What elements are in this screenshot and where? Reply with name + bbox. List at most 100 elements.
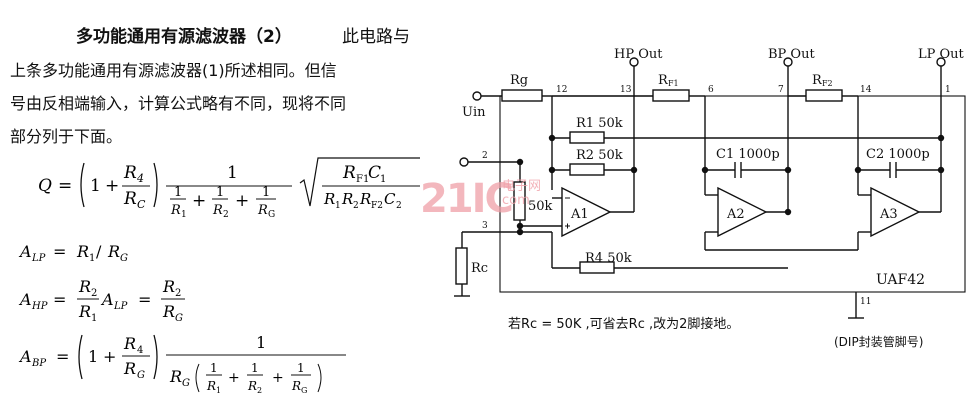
pin-6: 6 — [708, 85, 714, 95]
svg-text:+: + — [192, 191, 206, 211]
label-r1: R1 50k — [576, 116, 623, 131]
svg-text:1: 1 — [89, 253, 95, 264]
svg-text:C: C — [137, 198, 146, 211]
watermark-logo: 21IC — [420, 176, 514, 222]
svg-text:F1: F1 — [356, 174, 369, 185]
label-hp-out: HP Out — [614, 47, 663, 62]
pin-12: 12 — [556, 85, 567, 95]
svg-text:R: R — [291, 379, 301, 393]
article-title: 多功能通用有源滤波器（2） — [76, 27, 292, 47]
svg-text:+: + — [105, 176, 119, 196]
svg-text:R: R — [78, 277, 91, 296]
svg-text:+: + — [103, 347, 116, 366]
svg-text:LP: LP — [113, 301, 128, 312]
label-rf2-sub: F2 — [822, 79, 833, 88]
svg-text:R: R — [212, 203, 223, 218]
pin-11: 11 — [860, 297, 871, 307]
svg-text:R: R — [123, 163, 137, 183]
svg-text:G: G — [268, 210, 275, 220]
svg-text:R: R — [107, 242, 120, 261]
svg-text:F2: F2 — [371, 201, 383, 211]
label-c1: C1 1000p — [716, 147, 780, 162]
svg-text:R: R — [162, 302, 175, 321]
svg-text:1: 1 — [380, 174, 386, 185]
circuit-schematic — [454, 57, 966, 319]
svg-text:G: G — [175, 313, 183, 324]
watermark-text-line1: 电子网 — [502, 179, 542, 194]
svg-text:R: R — [342, 163, 356, 183]
pin-7: 7 — [778, 85, 784, 95]
svg-text:G: G — [120, 253, 128, 264]
pin-2: 2 — [482, 151, 488, 161]
label-r4: R4 50k — [585, 251, 632, 266]
svg-text:2: 2 — [257, 386, 262, 395]
svg-text:R: R — [323, 190, 335, 208]
svg-text:=: = — [53, 290, 66, 309]
label-lp-out: LP Out — [918, 47, 965, 62]
pin-1: 1 — [945, 85, 951, 95]
svg-text:G: G — [182, 378, 190, 389]
label-rf1: R — [658, 73, 669, 88]
label-r2: R2 50k — [576, 148, 623, 163]
label-chip: UAF42 — [876, 272, 925, 288]
svg-text:1: 1 — [335, 201, 341, 211]
svg-text:1: 1 — [88, 347, 98, 366]
svg-text:1: 1 — [262, 185, 270, 200]
svg-text:BP: BP — [31, 358, 46, 369]
svg-text:+: + — [272, 370, 284, 386]
pin-3: 3 — [482, 221, 488, 231]
svg-text:A: A — [18, 242, 32, 261]
svg-text:1: 1 — [210, 361, 218, 375]
label-a2: A2 — [726, 207, 745, 222]
svg-text:2: 2 — [175, 288, 181, 299]
svg-text:LP: LP — [31, 253, 46, 264]
label-50k: 50k — [528, 199, 553, 214]
svg-text:A: A — [18, 290, 32, 309]
label-bp-out: BP Out — [768, 47, 815, 62]
paragraph-line-2: 上条多功能通用有源滤波器(1)所述相同。但信 — [10, 61, 337, 80]
label-rf1-sub: F1 — [668, 79, 679, 88]
svg-text:R: R — [247, 379, 257, 393]
svg-text:4: 4 — [136, 172, 144, 185]
svg-text:G: G — [137, 370, 145, 381]
svg-text:R: R — [123, 359, 136, 378]
label-a3: A3 — [879, 207, 898, 222]
svg-text:1: 1 — [297, 361, 305, 375]
svg-text:1: 1 — [181, 210, 187, 220]
svg-text:=: = — [58, 176, 72, 196]
svg-text:1: 1 — [91, 313, 97, 324]
label-rc: Rc — [471, 261, 488, 276]
svg-text:R: R — [341, 190, 353, 208]
svg-text:=: = — [56, 347, 69, 366]
svg-text:C: C — [368, 163, 381, 183]
svg-text:C: C — [384, 190, 396, 208]
circuit-labels: HP Out BP Out LP Out Uin Rg R F1 R F2 R1… — [462, 47, 965, 349]
svg-text:1: 1 — [216, 185, 224, 200]
svg-text:4: 4 — [137, 345, 143, 356]
svg-text:R: R — [257, 203, 268, 218]
svg-text:1: 1 — [227, 163, 238, 183]
label-rf2: R — [812, 73, 823, 88]
svg-text:R: R — [206, 379, 216, 393]
svg-text:=: = — [53, 242, 66, 261]
svg-text:1: 1 — [216, 386, 221, 395]
pin-13: 13 — [620, 85, 632, 95]
svg-text:1: 1 — [256, 333, 266, 352]
label-c2: C2 1000p — [866, 147, 930, 162]
svg-text:/: / — [96, 242, 102, 261]
svg-text:G: G — [301, 386, 307, 395]
svg-text:R: R — [359, 190, 371, 208]
svg-text:HP: HP — [31, 301, 48, 312]
watermark-text: 电子网 com — [502, 180, 541, 208]
svg-text:R: R — [169, 367, 182, 386]
svg-text:2: 2 — [353, 201, 359, 211]
svg-text:R: R — [123, 334, 136, 353]
svg-text:+: + — [228, 370, 240, 386]
circuit-note: 若Rc = 50K ,可省去Rc ,改为2脚接地。 — [508, 316, 739, 332]
